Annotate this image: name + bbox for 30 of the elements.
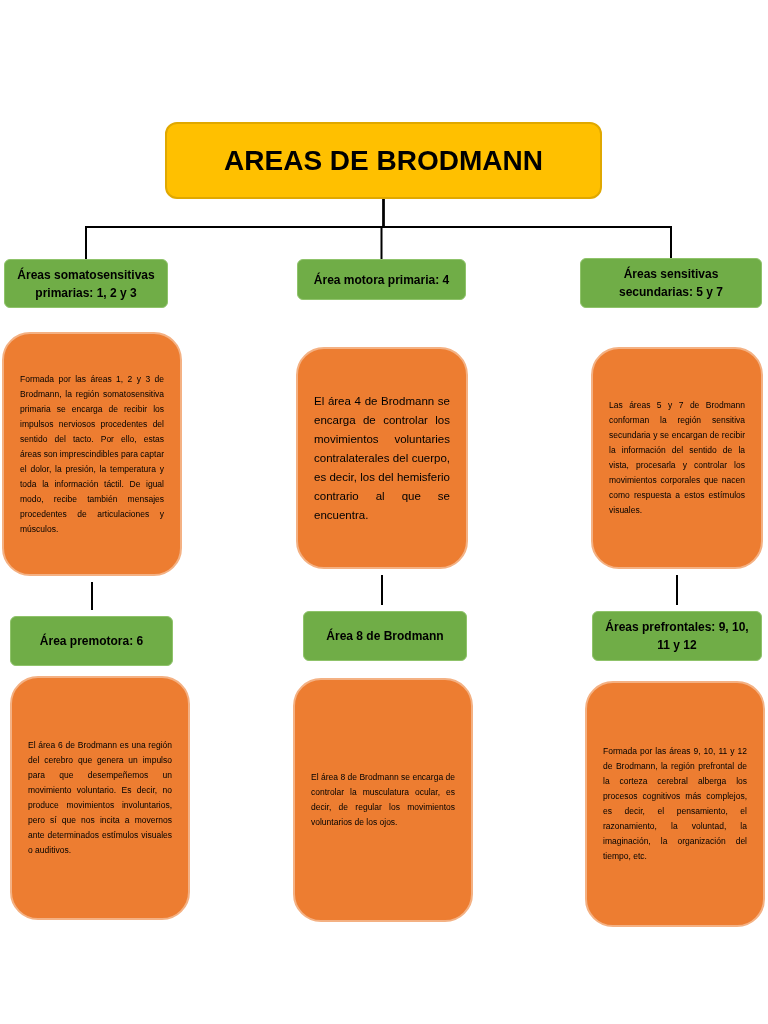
heading-box xyxy=(592,611,762,661)
connector-line xyxy=(91,581,93,611)
description-box xyxy=(591,347,763,569)
heading-box xyxy=(580,258,762,308)
box-text: Área 8 de Brodmann xyxy=(326,627,444,645)
connector-line xyxy=(382,198,672,259)
heading-box xyxy=(10,616,173,666)
heading-box xyxy=(303,611,467,661)
connector-line xyxy=(676,574,678,606)
description-box xyxy=(10,676,190,920)
box-text: El área 8 de Brodmann se encarga de controlar la musculatura ocular, es decir, de regular los movimientos voluntarios de los ojos. xyxy=(311,771,455,829)
box-text: Áreas sensitivas secundarias: 5 y 7 xyxy=(617,265,725,301)
box-text: Área premotora: 6 xyxy=(39,632,144,650)
box-text: Áreas prefrontales: 9, 10, 11 y 12 xyxy=(604,618,750,654)
box-text: Formada por las áreas 1, 2 y 3 de Brodmann, la región somatosensitiva primaria se encarga de recibir los impulsos nerviosos procedentes del sentido del tacto. Por ello, estas áreas son imprescindibles para captar el dolor, la presión, la temperatura y toda la información táctil. De igual modo, recibe también mensajes procedentes de articulaciones y músculos. xyxy=(20,372,164,536)
description-box xyxy=(585,681,765,927)
description-box xyxy=(293,678,473,922)
title-box xyxy=(165,122,602,199)
box-text: Formada por las áreas 9, 10, 11 y 12 de Brodmann, la región prefrontal de la corteza cerebral alberga los procesos cognitivos más complejos, es decir, el pensamiento, el razonamiento, la voluntad, la imaginación, la organización del tiempo, etc. xyxy=(603,745,747,863)
description-box xyxy=(296,347,468,569)
description-box xyxy=(2,332,182,576)
heading-box xyxy=(297,259,466,300)
box-text: Las áreas 5 y 7 de Brodmann conforman la región sensitiva secundaria y se encargan de recibir la información del sentido de la vista, procesarla y controlar los movimientos corporales que nacen como respuesta a estos estímulos visuales. xyxy=(609,399,745,517)
heading-box xyxy=(4,259,168,308)
box-text: Áreas somatosensitivas primarias: 1, 2 y 3 xyxy=(16,266,156,302)
box-text: El área 4 de Brodmann se encarga de controlar los movimientos voluntaries contralaterales del cuerpo, es decir, los del hemisferio contrario al que se encuentra. xyxy=(314,393,450,523)
box-text: AREAS DE BRODMANN xyxy=(224,143,543,178)
box-text: Área motora primaria: 4 xyxy=(313,271,450,289)
connector-line xyxy=(381,574,383,606)
box-text: El área 6 de Brodmann es una región del cerebro que genera un impulso para que desempeñemos un movimiento voluntario. Es decir, no produce movimientos involuntarios, pero sí que nos incita a movernos ante determinados estímulos visuales o auditivos. xyxy=(28,739,172,857)
